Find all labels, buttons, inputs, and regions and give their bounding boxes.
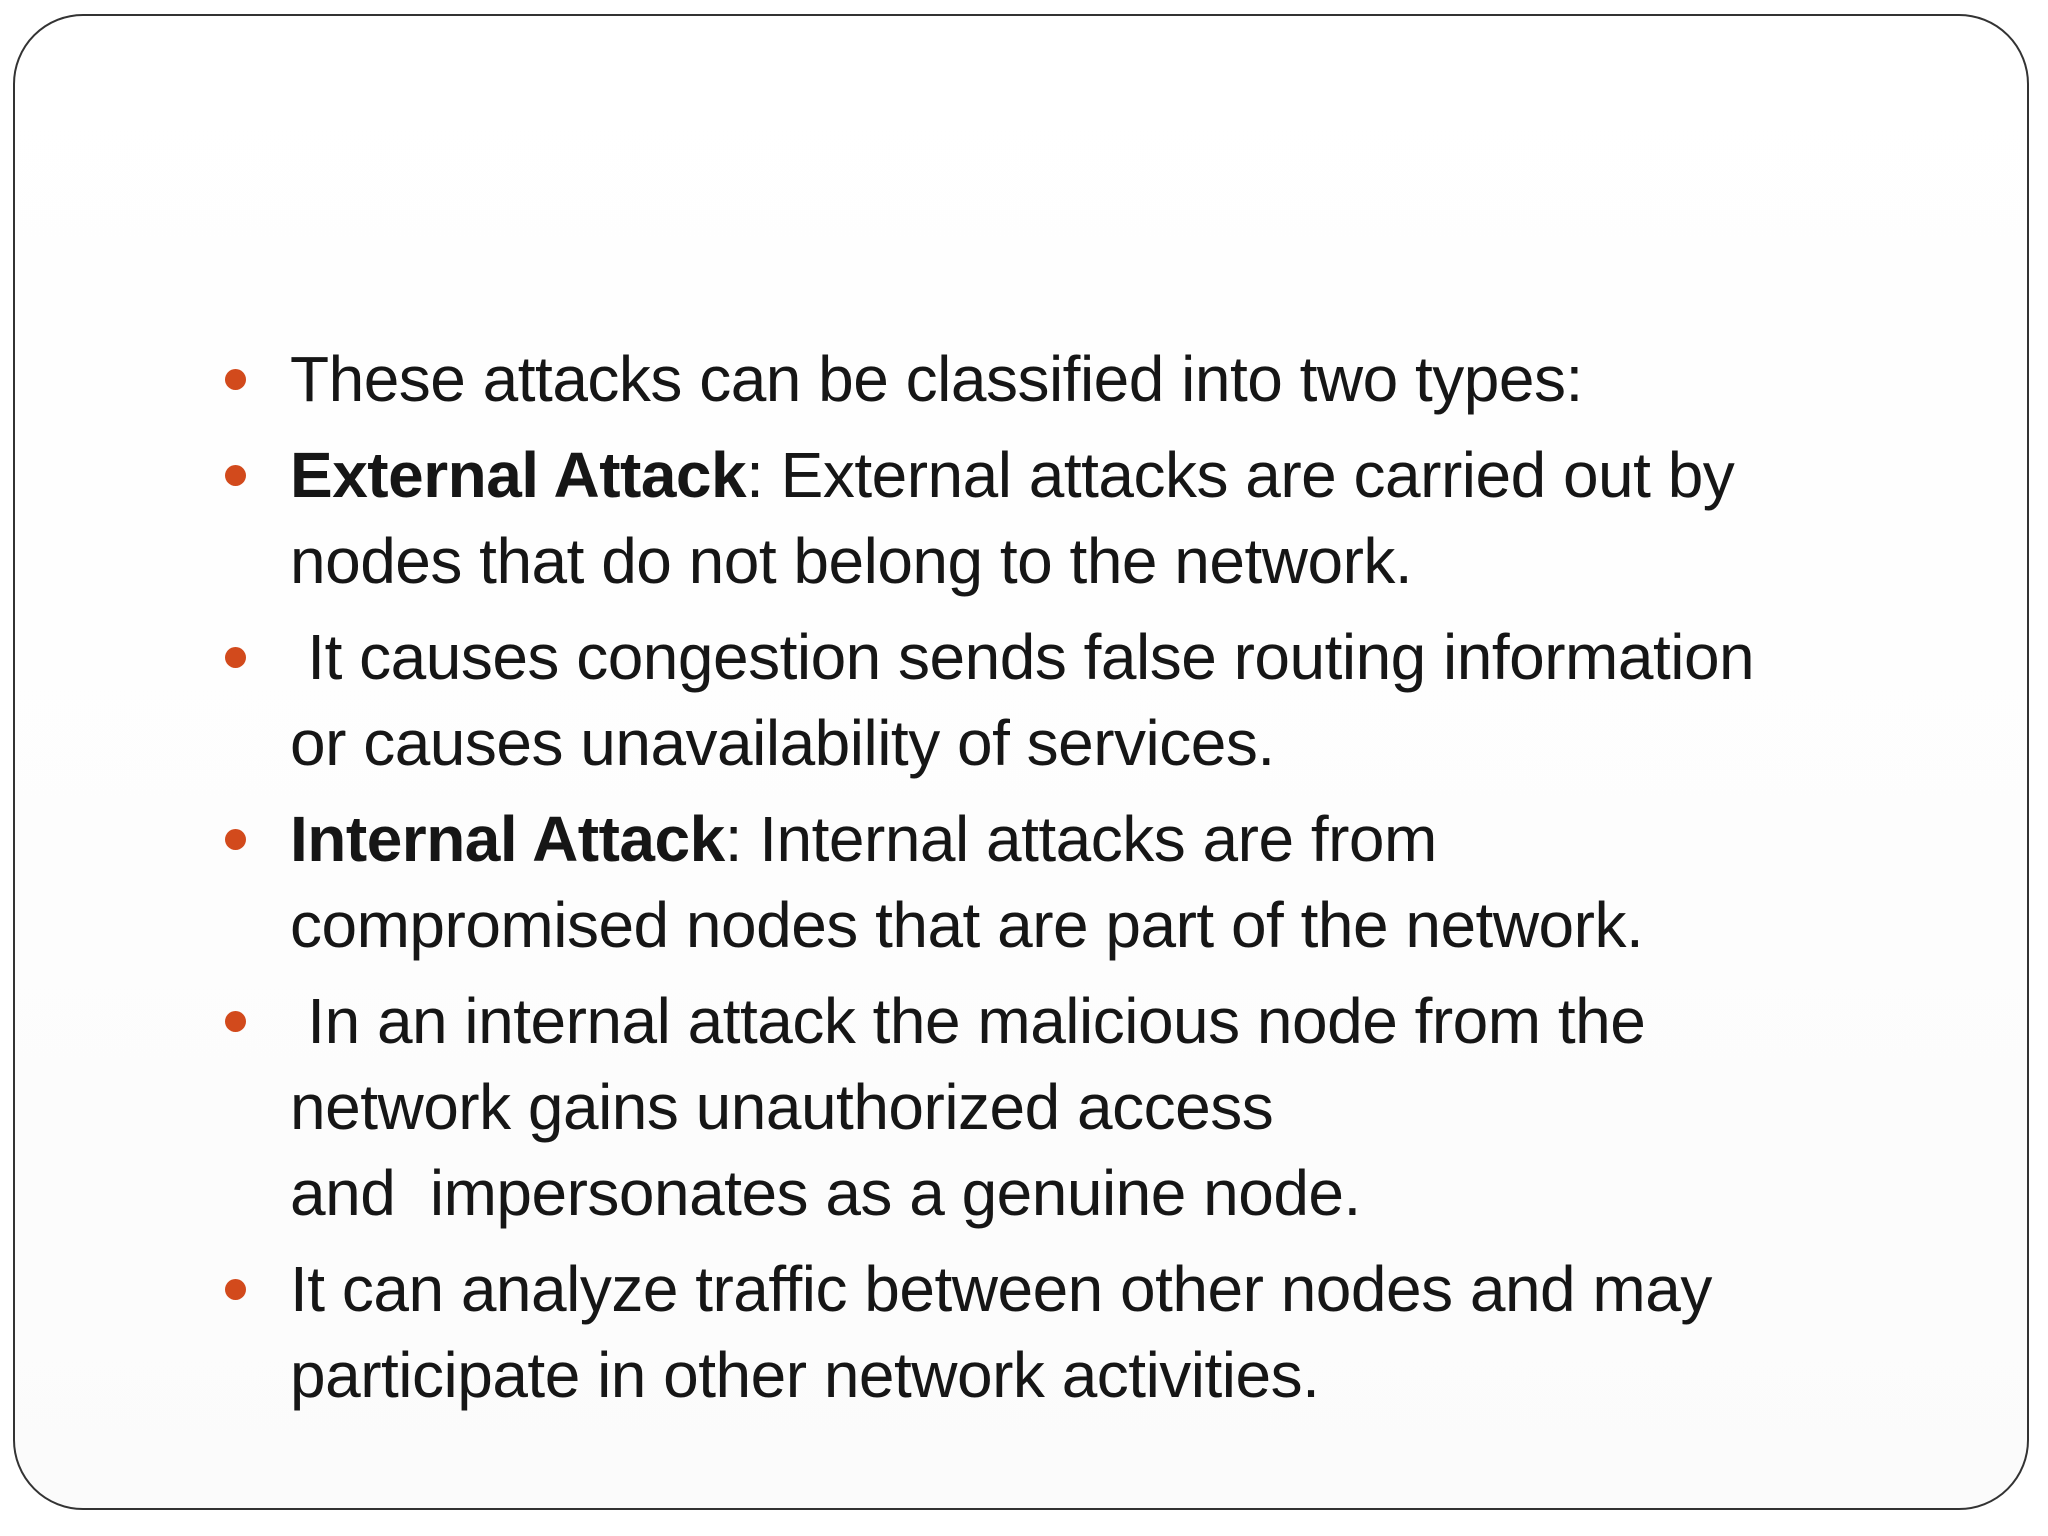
bullet-bold-lead: Internal Attack [290,803,725,875]
bullet-item: Internal Attack: Internal attacks are fr… [225,796,2015,968]
bullet-body-text: It can analyze traffic between other nod… [290,1253,1712,1411]
bullet-icon [225,369,246,390]
bullet-text: It can analyze traffic between other nod… [290,1246,2015,1418]
bullet-text: In an internal attack the malicious node… [290,978,2015,1236]
bullet-body-text: : External attacks are carried out by no… [290,439,1735,597]
bullet-body-text: It causes congestion sends false routing… [290,621,1755,779]
bullet-item: External Attack: External attacks are ca… [225,432,2015,604]
bullet-body-text: : Internal attacks are from compromised … [290,803,1644,961]
bullet-item: These attacks can be classified into two… [225,336,2015,422]
bullet-item: In an internal attack the malicious node… [225,978,2015,1236]
bullet-icon [225,647,246,668]
bullet-item: It causes congestion sends false routing… [225,614,2015,786]
bullet-body-text: These attacks can be classified into two… [290,343,1583,415]
bullet-item: It can analyze traffic between other nod… [225,1246,2015,1418]
bullet-text: These attacks can be classified into two… [290,336,2015,422]
bullet-text: It causes congestion sends false routing… [290,614,2015,786]
bullet-icon [225,829,246,850]
bullet-body-text: In an internal attack the malicious node… [290,985,1646,1229]
bullet-icon [225,1011,246,1032]
slide-border-frame [13,14,2029,1510]
bullet-icon [225,1279,246,1300]
bullet-list: These attacks can be classified into two… [225,336,2015,1428]
bullet-text: Internal Attack: Internal attacks are fr… [290,796,2015,968]
bullet-bold-lead: External Attack [290,439,747,511]
bullet-icon [225,465,246,486]
bullet-text: External Attack: External attacks are ca… [290,432,2015,604]
